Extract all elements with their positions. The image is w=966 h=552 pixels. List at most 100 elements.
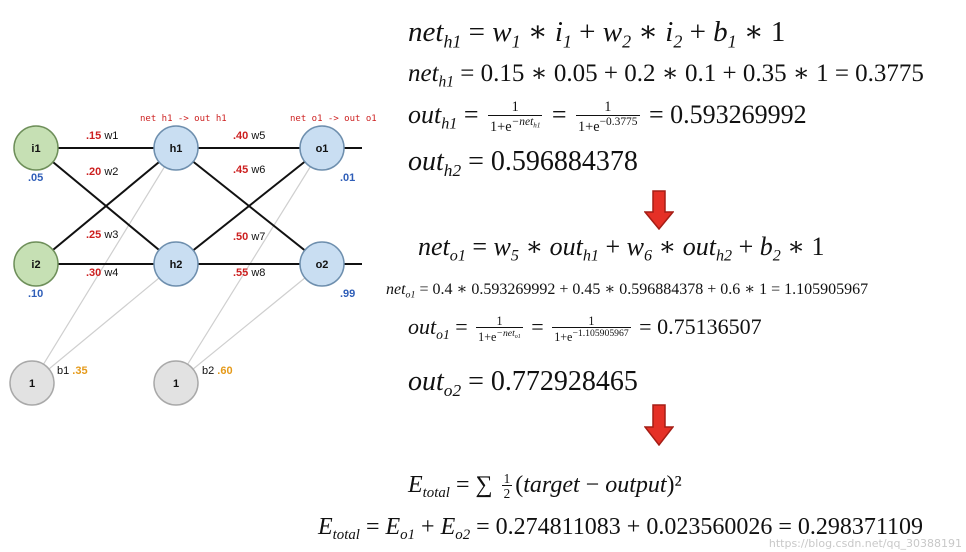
operator: = <box>449 314 474 339</box>
bias-label-b2: b2 .60 <box>202 365 233 377</box>
denominator: 1+e−1.105905967 <box>552 326 631 344</box>
operator: ∗ <box>631 16 666 48</box>
e-symbol: E <box>318 514 333 540</box>
numerator: 1 <box>511 99 519 116</box>
expression: = 0.274811083 + 0.023560026 = 0.29837110… <box>470 514 923 540</box>
out-symbol: out <box>549 232 583 261</box>
operator: + <box>598 232 627 261</box>
weight-label-w2: .20 w2 <box>86 166 118 178</box>
expression: = 0.772928465 <box>461 366 638 397</box>
formula-out-o2: outo2 = 0.772928465 <box>408 366 638 401</box>
subscript: o1 <box>405 289 416 301</box>
node-i1 <box>13 125 59 171</box>
subscript: 5 <box>510 247 519 265</box>
connection-w3 <box>35 147 177 265</box>
w-symbol: w <box>493 232 511 261</box>
i-symbol: i <box>554 16 563 48</box>
subscript: h2 <box>715 247 733 265</box>
expression: = 0.596884378 <box>461 146 638 177</box>
formula-net-h1-symbolic: neth1 = w1 ∗ i1 + w2 ∗ i2 + b1 ∗ 1 <box>408 14 785 52</box>
exponent: −neto1 <box>496 327 520 340</box>
subscript: 1 <box>511 31 521 52</box>
b-symbol: b <box>713 16 728 48</box>
operator: = <box>457 100 486 129</box>
node-label-o1: o1 <box>316 143 329 155</box>
out-symbol: out <box>408 146 444 177</box>
subscript: h1 <box>441 115 458 133</box>
formula-e-total-value: Etotal = Eo1 + Eo2 = 0.274811083 + 0.023… <box>318 514 923 544</box>
operator: ∗ <box>518 232 550 261</box>
operator: = <box>465 232 494 261</box>
node-label-i2: i2 <box>31 259 40 271</box>
annotation-2: net o1 -> out o1 <box>290 114 377 124</box>
formula-net-o1-symbolic: neto1 = w5 ∗ outh1 + w6 ∗ outh2 + b2 ∗ 1 <box>418 232 824 266</box>
operator: + <box>682 16 714 48</box>
weight-label-w4: .30 w4 <box>86 267 118 279</box>
net-symbol: net <box>408 60 439 87</box>
paren-squared: )² <box>666 472 682 498</box>
paren: ( <box>515 472 524 498</box>
weight-label-w1: .15 w1 <box>86 130 118 142</box>
connection-w7 <box>175 147 323 265</box>
subscript: total <box>332 527 360 544</box>
subscript: h1 <box>438 73 455 91</box>
node-i2 <box>13 241 59 287</box>
subscript: h1 <box>533 121 541 130</box>
node-label-b1: 1 <box>29 378 35 390</box>
subscript: 1 <box>562 31 572 52</box>
operator: ∗ 1 <box>736 16 786 48</box>
subscript: o1 <box>436 326 450 342</box>
bias-connection <box>175 263 323 384</box>
node-value-o2: .99 <box>340 288 355 300</box>
subscript: o1 <box>449 247 466 265</box>
weight-label-w6: .45 w6 <box>233 164 265 176</box>
subscript: 2 <box>772 247 781 265</box>
denominator: 2 <box>501 485 513 502</box>
subscript: total <box>422 485 450 502</box>
exponent-text: −net <box>496 327 515 339</box>
expression: = 0.75136507 <box>633 314 762 339</box>
down-arrow-icon <box>644 190 674 230</box>
numerator: 1 <box>604 99 612 116</box>
bias-connection <box>175 147 323 384</box>
numerator: 1 <box>588 313 595 328</box>
watermark: https://blog.csdn.net/qq_30388191 <box>768 537 962 550</box>
operator: = <box>461 16 493 48</box>
node-label-b2: 1 <box>173 378 179 390</box>
node-value-o1: .01 <box>340 172 355 184</box>
node-label-i1: i1 <box>31 143 40 155</box>
weight-label-w7: .50 w7 <box>233 231 265 243</box>
net-symbol: net <box>386 281 406 298</box>
out-symbol: out <box>408 314 437 339</box>
base: 1+e <box>490 118 512 135</box>
subscript: o2 <box>443 381 462 401</box>
out-symbol: out <box>682 232 716 261</box>
subscript: 2 <box>673 31 683 52</box>
node-h1 <box>153 125 199 171</box>
net-symbol: net <box>418 232 450 261</box>
output-symbol: output <box>605 472 667 498</box>
net-symbol: net <box>408 16 444 48</box>
subscript: h1 <box>582 247 599 265</box>
node-value-i1: .05 <box>28 172 43 184</box>
w-symbol: w <box>492 16 512 48</box>
base: 1+e <box>478 329 497 344</box>
subscript: 1 <box>727 31 737 52</box>
base: 1+e <box>554 329 573 344</box>
w-symbol: w <box>626 232 644 261</box>
weight-label-w5: .40 w5 <box>233 130 265 142</box>
subscript: o1 <box>400 527 416 544</box>
bias-connection <box>31 263 177 384</box>
node-o2 <box>299 241 345 287</box>
node-h2 <box>153 241 199 287</box>
exponent: −0.3775 <box>599 115 638 128</box>
node-label-h1: h1 <box>170 143 183 155</box>
operator: ∗ <box>652 232 683 261</box>
operator: = <box>545 100 574 129</box>
